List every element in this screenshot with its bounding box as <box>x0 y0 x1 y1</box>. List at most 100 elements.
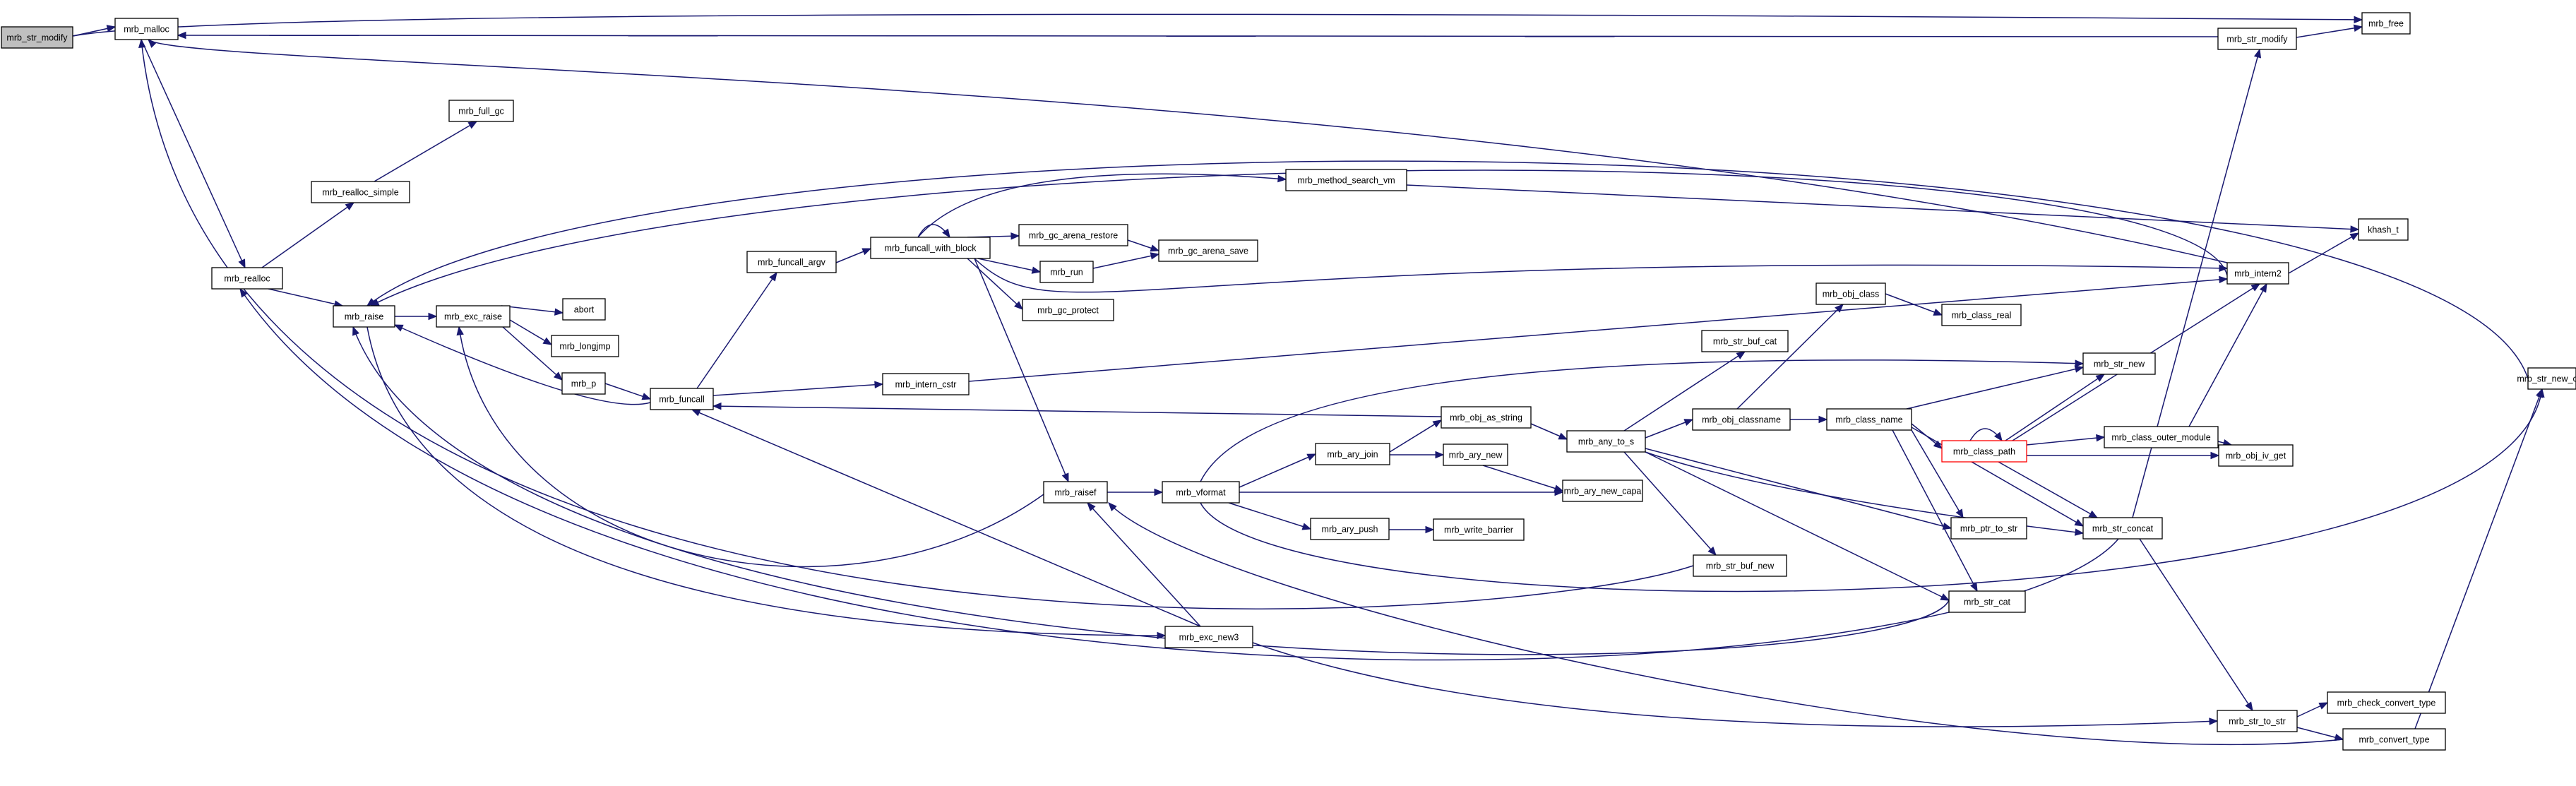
node-mrb-str-modify[interactable]: mrb_str_modify <box>2217 28 2297 50</box>
node-label: mrb_funcall <box>659 395 705 405</box>
node-mrb-full-gc[interactable]: mrb_full_gc <box>448 100 514 122</box>
node-mrb-method-search-vm[interactable]: mrb_method_search_vm <box>1285 169 1407 191</box>
node-mrb-ary-new[interactable]: mrb_ary_new <box>1443 443 1508 466</box>
arrowhead-icon <box>2096 434 2106 442</box>
node-mrb-malloc[interactable]: mrb_malloc <box>114 18 179 40</box>
node-mrb-funcall[interactable]: mrb_funcall <box>650 388 714 410</box>
node-mrb-gc-arena-restore[interactable]: mrb_gc_arena_restore <box>1018 224 1128 246</box>
node-label: mrb_class_real <box>1952 311 2012 321</box>
node-abort[interactable]: abort <box>562 298 606 321</box>
node-mrb-free[interactable]: mrb_free <box>2361 12 2411 35</box>
node-mrb-vformat[interactable]: mrb_vformat <box>1162 481 1240 504</box>
node-mrb-check-convert-type[interactable]: mrb_check_convert_type <box>2327 691 2446 714</box>
node-mrb-convert-type[interactable]: mrb_convert_type <box>2342 728 2446 751</box>
node-mrb-class-path[interactable]: mrb_class_path <box>1941 440 2027 463</box>
edge-funcall-to-fargv <box>696 271 777 389</box>
node-mrb-str-modify[interactable]: mrb_str_modify <box>1 26 73 49</box>
arrowhead-icon <box>1013 301 1023 310</box>
node-mrb-gc-protect[interactable]: mrb_gc_protect <box>1022 299 1114 321</box>
node-mrb-obj-classname[interactable]: mrb_obj_classname <box>1692 408 1791 431</box>
node-label: mrb_free <box>2368 19 2404 29</box>
node-mrb-str-new[interactable]: mrb_str_new <box>2082 352 2156 375</box>
node-mrb-gc-arena-save[interactable]: mrb_gc_arena_save <box>1158 239 1258 262</box>
edge-line <box>1645 451 1950 601</box>
arrowhead-icon <box>352 326 359 336</box>
node-mrb-class-name[interactable]: mrb_class_name <box>1826 408 1912 431</box>
arrowhead-icon <box>1955 508 1964 519</box>
node-mrb-intern2[interactable]: mrb_intern2 <box>2226 262 2289 285</box>
edge-line <box>370 169 2228 306</box>
node-mrb-realloc-simple[interactable]: mrb_realloc_simple <box>311 181 410 203</box>
edge-classpath-to-strnew <box>2005 374 2106 441</box>
node-mrb-raisef[interactable]: mrb_raisef <box>1043 481 1108 504</box>
edge-strnewcstr-to-raise <box>366 160 2529 379</box>
arrowhead-icon <box>542 337 553 345</box>
edge-rsimple-to-fullgc <box>374 121 478 182</box>
node-mrb-any-to-s[interactable]: mrb_any_to_s <box>1566 430 1646 453</box>
node-mrb-class-outer-module[interactable]: mrb_class_outer_module <box>2104 426 2219 448</box>
edge-fblock-to-msvm <box>917 173 1287 238</box>
arrowhead-icon <box>2075 359 2085 367</box>
node-mrb-realloc[interactable]: mrb_realloc <box>211 267 283 290</box>
node-mrb-str-cat[interactable]: mrb_str_cat <box>1948 590 2026 613</box>
node-label: mrb_obj_class <box>1823 290 1880 299</box>
node-khash-t[interactable]: khash_t <box>2358 218 2409 241</box>
node-mrb-str-buf-new[interactable]: mrb_str_buf_new <box>1693 554 1787 577</box>
edge-vformat-to-strnew <box>1200 359 2085 482</box>
node-mrb-raise[interactable]: mrb_raise <box>333 305 395 328</box>
node-mrb-str-buf-cat[interactable]: mrb_str_buf_cat <box>1701 330 1789 352</box>
node-mrb-ary-new-capa[interactable]: mrb_ary_new_capa <box>1562 480 1643 502</box>
node-box <box>1022 299 1114 321</box>
node-mrb-write-barrier[interactable]: mrb_write_barrier <box>1433 518 1525 541</box>
node-mrb-obj-iv-get[interactable]: mrb_obj_iv_get <box>2218 444 2294 467</box>
edge-strtostr-to-convtype <box>2296 727 2344 742</box>
node-mrb-funcall-with-block[interactable]: mrb_funcall_with_block <box>870 237 991 259</box>
edge-objclass-to-classreal <box>1885 293 1943 316</box>
edge-line <box>1200 359 2084 482</box>
node-mrb-p[interactable]: mrb_p <box>561 372 606 395</box>
node-box <box>1566 430 1646 453</box>
node-label: khash_t <box>2368 225 2399 235</box>
edge-anytos-to-strbufcat <box>1623 351 1746 431</box>
edge-line <box>1892 429 1978 592</box>
arrowhead-icon <box>1940 593 1950 601</box>
edge-p-to-funcall <box>604 383 652 400</box>
edge-strbufnew-to-malloc <box>138 38 1694 609</box>
node-mrb-funcall-argv[interactable]: mrb_funcall_argv <box>746 251 837 273</box>
node-mrb-str-new-cstr[interactable]: mrb_str_new_cstr <box>2517 367 2576 390</box>
node-box <box>1433 518 1525 541</box>
node-mrb-obj-class[interactable]: mrb_obj_class <box>1815 282 1886 305</box>
edge-line <box>261 202 354 268</box>
node-mrb-ptr-to-str[interactable]: mrb_ptr_to_str <box>1950 517 2027 540</box>
arrowhead-icon <box>2250 283 2261 292</box>
edge-line <box>268 288 343 306</box>
edge-aryjoin-to-arynew <box>1390 451 1445 459</box>
node-mrb-exc-new3[interactable]: mrb_exc_new3 <box>1164 626 1253 648</box>
node-box <box>1 26 73 49</box>
node-mrb-ary-push[interactable]: mrb_ary_push <box>1310 518 1390 540</box>
node-mrb-str-concat[interactable]: mrb_str_concat <box>2082 517 2163 540</box>
edge-line <box>1108 502 2344 746</box>
node-box <box>1039 261 1094 283</box>
edge-raise-to-excraise <box>395 312 438 321</box>
edge-vformat-to-aryjoin <box>1239 453 1317 488</box>
node-mrb-exc-raise[interactable]: mrb_exc_raise <box>436 305 511 328</box>
arrowhead-icon <box>238 258 246 269</box>
node-mrb-run[interactable]: mrb_run <box>1039 261 1094 283</box>
node-label: mrb_gc_protect <box>1037 306 1099 316</box>
arrowhead-icon <box>1150 244 1160 252</box>
arrowhead-icon <box>2074 518 2085 527</box>
edge-line <box>501 305 564 314</box>
node-mrb-longjmp[interactable]: mrb_longjmp <box>551 335 619 357</box>
node-mrb-intern-cstr[interactable]: mrb_intern_cstr <box>882 373 970 395</box>
node-mrb-class-real[interactable]: mrb_class_real <box>1941 304 2022 326</box>
edge-line <box>1998 461 2098 518</box>
node-mrb-str-to-str[interactable]: mrb_str_to_str <box>2217 710 2298 732</box>
node-label: mrb_str_concat <box>2092 524 2154 534</box>
arrowhead-icon <box>239 287 248 298</box>
node-box <box>561 372 606 395</box>
node-mrb-ary-join[interactable]: mrb_ary_join <box>1315 443 1390 465</box>
edge-line <box>366 160 2529 379</box>
arrowhead-icon <box>1736 351 1746 359</box>
node-mrb-obj-as-string[interactable]: mrb_obj_as_string <box>1441 406 1532 429</box>
